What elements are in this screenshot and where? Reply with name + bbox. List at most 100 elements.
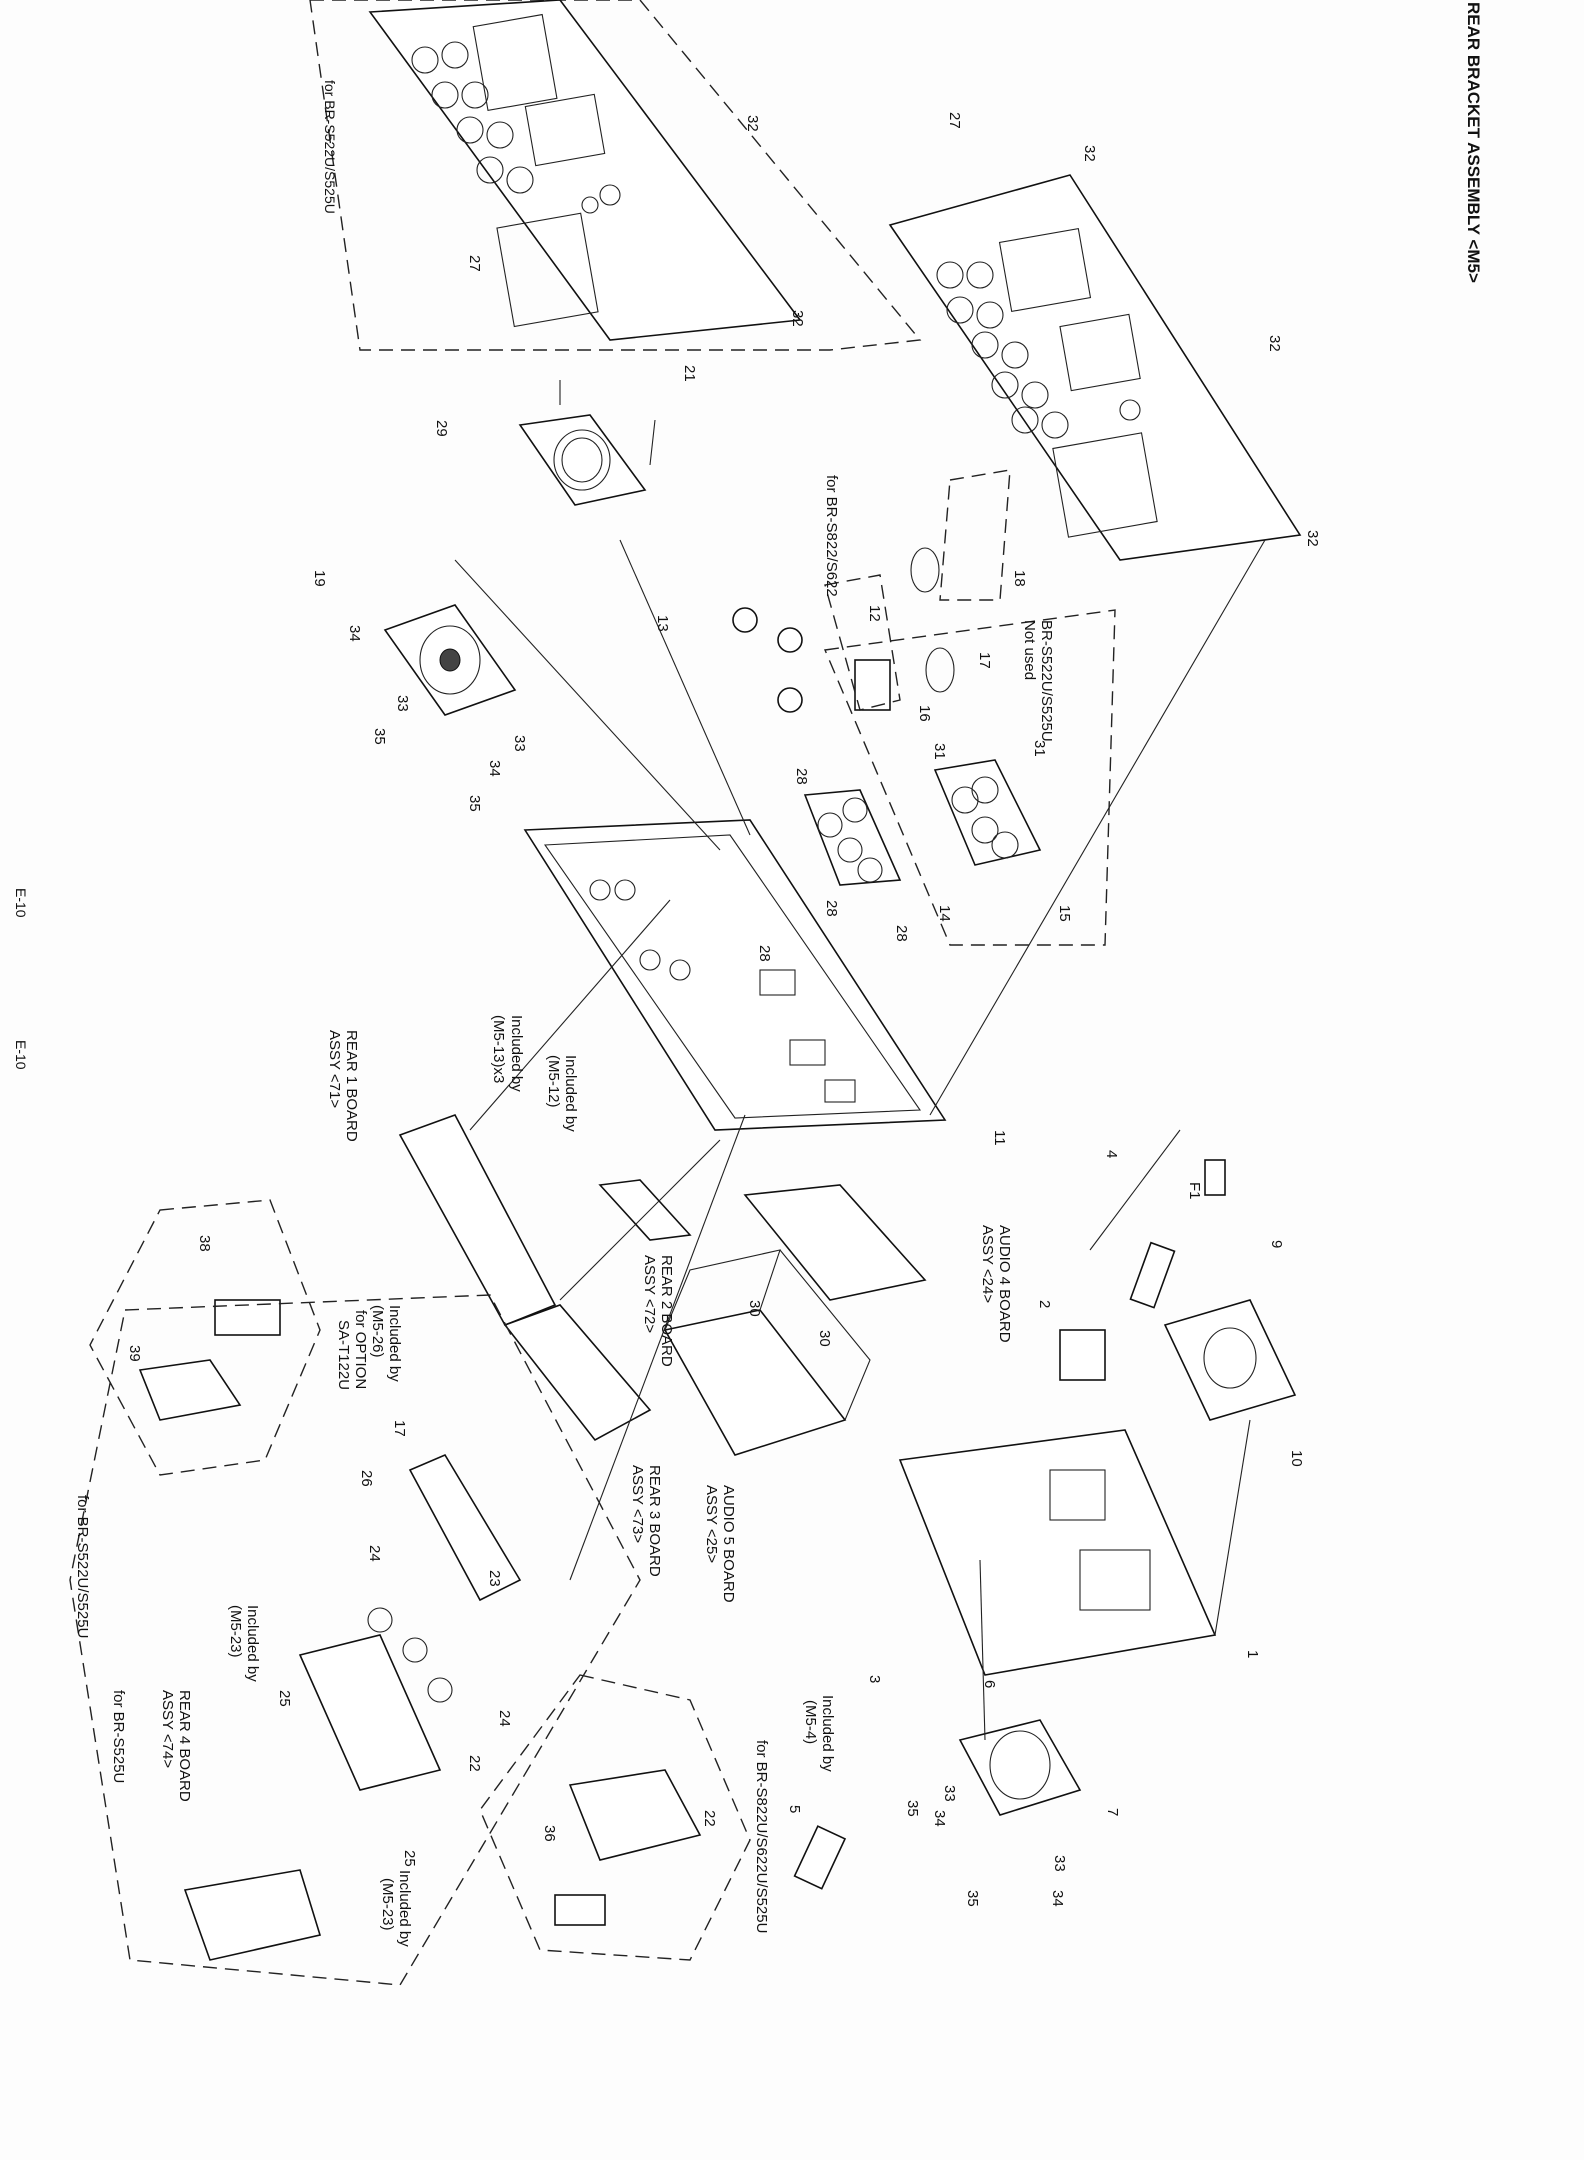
variant-note-s525-lower: for BR-S525U [110, 1690, 127, 1783]
callout-23: 23 [486, 1570, 503, 1587]
callout-32-top-b: 32 [789, 310, 806, 327]
callout-19: 19 [311, 570, 328, 587]
callout-33-b: 33 [511, 735, 528, 752]
page-number-top: E-10 [13, 888, 29, 918]
m5-23-b-line2: (M5-23) [379, 1878, 396, 1931]
page-number-bottom: E-10 [13, 1040, 29, 1070]
rear3-label-line1: REAR 3 BOARD [646, 1465, 663, 1577]
m5-23-a-line1: Included by [244, 1605, 261, 1682]
callout-34-b: 34 [486, 760, 503, 777]
part-36-22-group [479, 1674, 751, 1961]
audio-4-board [743, 1184, 927, 1301]
callout-11: 11 [991, 1130, 1008, 1146]
callout-31-a: 31 [931, 743, 948, 760]
callout-14: 14 [936, 905, 953, 922]
callout-28-a: 28 [793, 768, 810, 785]
rear-bracket-1 [898, 1429, 1217, 1676]
rear-panel-27-main [888, 174, 1302, 561]
callout-35-d: 35 [964, 1890, 981, 1907]
m5-23-b-line1: Included by [396, 1870, 413, 1947]
not-used-line2: Not used [1021, 620, 1038, 680]
m5-12-line1: Included by [562, 1055, 579, 1132]
callout-33-c: 33 [941, 1785, 958, 1802]
rear1-label-line1: REAR 1 BOARD [343, 1030, 360, 1142]
callout-3: 3 [866, 1675, 883, 1683]
callout-38: 38 [196, 1235, 213, 1252]
callout-26: 26 [358, 1470, 375, 1487]
callout-28-c: 28 [893, 925, 910, 942]
variant-note-s522-s525-top: for BR-S522U/S525U [322, 80, 338, 214]
rear4-label-line1: REAR 4 BOARD [176, 1690, 193, 1802]
m5-12-line2: (M5-12) [545, 1055, 562, 1108]
callout-34-a: 34 [346, 625, 363, 642]
callout-28-b: 28 [823, 900, 840, 917]
callout-32-top-a: 32 [744, 115, 761, 132]
m5-26-line4: SA-T122U [335, 1320, 352, 1390]
callout-27-top: 27 [466, 255, 483, 272]
rear2-label-line2: ASSY <72> [641, 1255, 658, 1333]
callout-35-b: 35 [466, 795, 483, 812]
m5-13-line2: (M5-13)x3 [490, 1015, 507, 1083]
rear2-label-line1: REAR 2 BOARD [658, 1255, 675, 1367]
callout-27-right: 27 [946, 112, 963, 129]
callout-15: 15 [1056, 905, 1073, 922]
callout-18: 18 [1011, 570, 1028, 587]
diagram-title: REAR BRACKET ASSEMBLY <M5> [1464, 2, 1483, 283]
diagram-labels: for BR-S822/S622 BR-S522U/S525U Not used… [74, 475, 1055, 1947]
variant-note-s522-s525-left: for BR-S522U/S525U [74, 1495, 91, 1638]
m5-4-line2: (M5-4) [802, 1700, 819, 1744]
callout-33-d: 33 [1051, 1855, 1068, 1872]
callout-4: 4 [1103, 1150, 1120, 1158]
m5-26-line1: Included by [386, 1305, 403, 1382]
callout-21: 21 [681, 365, 698, 382]
rear3-label-line2: ASSY <73> [629, 1465, 646, 1543]
rear4-label-line2: ASSY <74> [159, 1690, 176, 1768]
m5-13-line1: Included by [508, 1015, 525, 1092]
callout-39: 39 [126, 1345, 143, 1362]
callout-6: 6 [981, 1680, 998, 1688]
fuse-holder-4 [1129, 1159, 1226, 1309]
center-chassis-11 [523, 819, 947, 1131]
callout-32-right-c: 32 [1304, 530, 1321, 547]
callout-12: 12 [866, 605, 883, 622]
callout-32-right-b: 32 [1266, 335, 1283, 352]
fan-19 [383, 604, 517, 716]
callout-5: 5 [786, 1805, 803, 1813]
callout-35-a: 35 [371, 728, 388, 745]
callout-numbers: 27 32 32 27 32 32 32 21 29 19 34 33 35 3… [126, 112, 1321, 1907]
xlr-connector-block-15 [933, 759, 1042, 866]
callout-29: 29 [433, 420, 450, 437]
rear-panel-27-variant-group: for BR-S522U/S525U [309, 0, 922, 351]
audio-5-board [663, 1249, 871, 1456]
callout-33-a: 33 [394, 695, 411, 712]
ac-inlet-2 [1059, 1329, 1106, 1381]
callout-F1: F1 [1186, 1182, 1203, 1200]
callout-28-d: 28 [756, 945, 773, 962]
callout-16: 16 [916, 705, 933, 722]
callout-2: 2 [1036, 1300, 1053, 1308]
audio5-label-line2: ASSY <25> [703, 1485, 720, 1563]
xlr-connector-block-14 [803, 789, 902, 886]
callout-32-right-a: 32 [1081, 145, 1098, 162]
m5-26-line3: for OPTION [352, 1310, 369, 1389]
callout-17-a: 17 [976, 652, 993, 669]
callout-25-b: 25 [401, 1850, 418, 1867]
fan-7 [958, 1719, 1082, 1816]
rear-2-board [598, 1179, 692, 1241]
callout-24-b: 24 [496, 1710, 513, 1727]
callout-22-b: 22 [701, 1810, 718, 1827]
callout-9: 9 [1268, 1240, 1285, 1248]
callout-30-b: 30 [816, 1330, 833, 1347]
rear-4-board-option-group [69, 1294, 641, 1986]
fan-grille-29 [518, 380, 656, 506]
callout-22-a: 22 [466, 1755, 483, 1772]
callout-34-c: 34 [931, 1810, 948, 1827]
m5-4-line1: Included by [819, 1695, 836, 1772]
rear-3-board [503, 1304, 652, 1442]
s522-not-used-outline [823, 609, 1116, 946]
not-used-line1: BR-S522U/S525U [1038, 620, 1055, 742]
callout-10: 10 [1288, 1450, 1305, 1467]
audio4-label-line1: AUDIO 4 BOARD [996, 1225, 1013, 1343]
